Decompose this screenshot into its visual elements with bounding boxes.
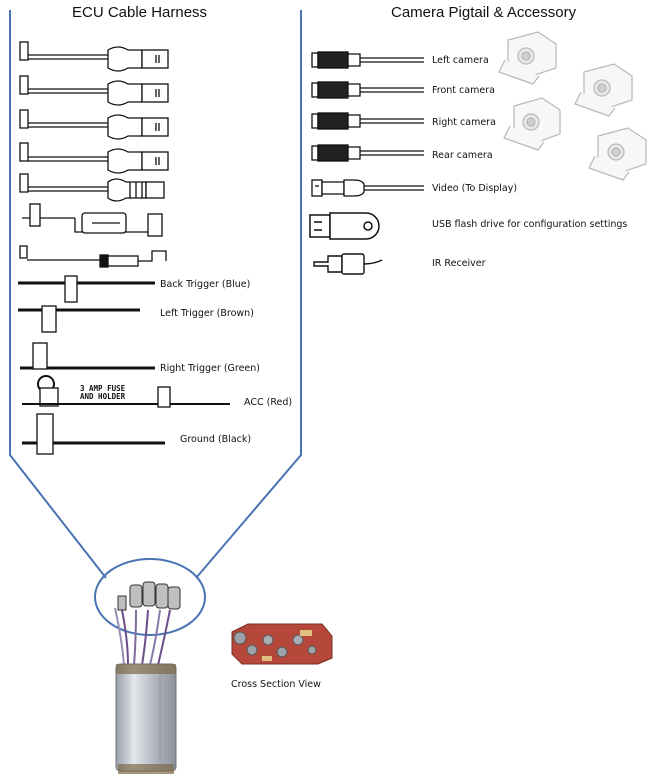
camera-illustration-1: [498, 31, 557, 85]
harness-connector-4: [19, 142, 169, 174]
back-trigger-label: Back Trigger (Blue): [160, 279, 251, 290]
left-camera-pigtail: [311, 51, 424, 69]
front-camera-pigtail: [311, 81, 424, 99]
camera-accessory-heading: Camera Pigtail & Accessory: [391, 4, 577, 21]
ecu-connector-heads: [117, 581, 181, 611]
left-trigger-label: Left Trigger (Brown): [160, 308, 254, 319]
video-label: Video (To Display): [432, 183, 518, 194]
ir-receiver-label: IR Receiver: [432, 258, 486, 269]
rear-camera-label: Rear camera: [432, 150, 493, 161]
harness-connector-5: [19, 173, 165, 202]
rear-camera-pigtail: [311, 144, 424, 162]
camera-illustration-4: [588, 127, 647, 181]
video-pigtail: [311, 179, 424, 197]
harness-connector-3: [19, 109, 169, 140]
harness-ir-jack: [19, 245, 167, 268]
ir-receiver-icon: [313, 253, 383, 275]
ground-label: Ground (Black): [180, 434, 252, 445]
right-camera-pigtail: [311, 112, 424, 130]
right-trigger-wire: [20, 342, 155, 370]
fuse-label-line1: 3 AMP FUSE: [80, 384, 126, 393]
usb-flash-drive-icon: [309, 212, 380, 240]
right-camera-label: Right camera: [432, 117, 496, 128]
left-camera-label: Left camera: [432, 55, 489, 66]
ecu-harness-heading: ECU Cable Harness: [72, 4, 208, 21]
camera-illustration-3: [503, 97, 561, 151]
cross-section-board: [231, 623, 333, 665]
left-trigger-wire: [18, 305, 140, 333]
ecu-module-body: [115, 663, 177, 774]
camera-illustration-2: [574, 63, 633, 117]
zoom-outline: [9, 10, 302, 636]
right-trigger-label: Right Trigger (Green): [160, 363, 261, 374]
front-camera-label: Front camera: [432, 85, 495, 96]
usb-label: USB flash drive for configuration settin…: [432, 219, 628, 230]
acc-label: ACC (Red): [244, 397, 293, 408]
back-trigger-wire: [18, 275, 155, 303]
ground-wire: [22, 413, 165, 455]
fuse-label-line2: AND HOLDER: [80, 392, 126, 401]
cross-section-label: Cross Section View: [231, 679, 321, 690]
harness-connector-2: [19, 75, 169, 106]
ecu-cable-bundle: [114, 607, 171, 666]
harness-connector-1: [19, 41, 169, 72]
fuse-holder: [22, 375, 230, 408]
harness-usb-port: [22, 203, 163, 237]
